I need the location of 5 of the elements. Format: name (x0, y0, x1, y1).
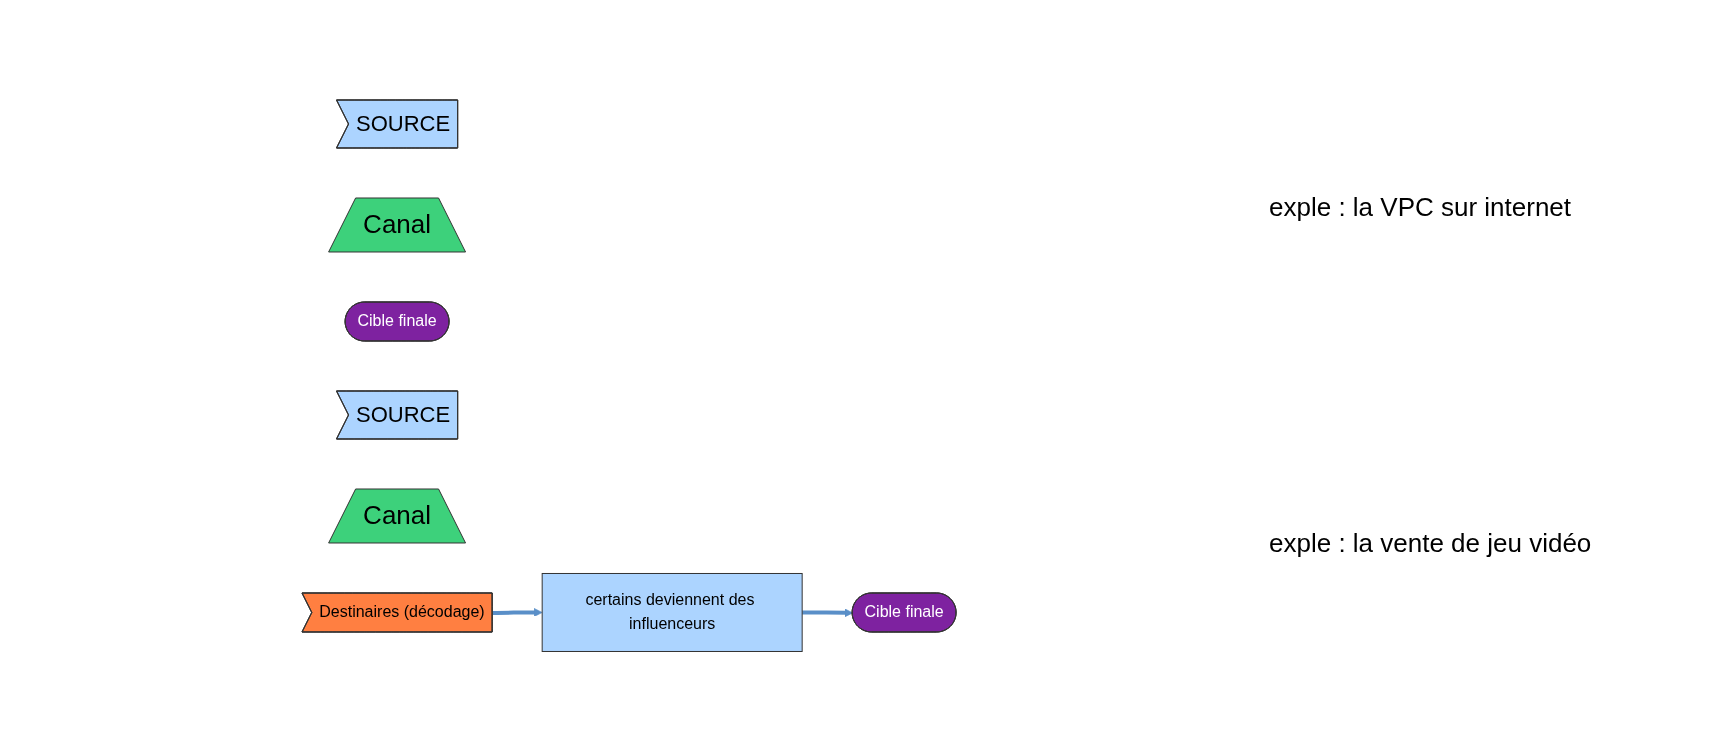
node-box: certains deviennent des influenceurs (542, 572, 804, 652)
example-note: exple : la vente de jeu vidéo (1269, 527, 1593, 559)
example-note: exple : la VPC sur internet (1269, 192, 1573, 224)
arrow (802, 608, 854, 617)
arrow (493, 607, 544, 617)
